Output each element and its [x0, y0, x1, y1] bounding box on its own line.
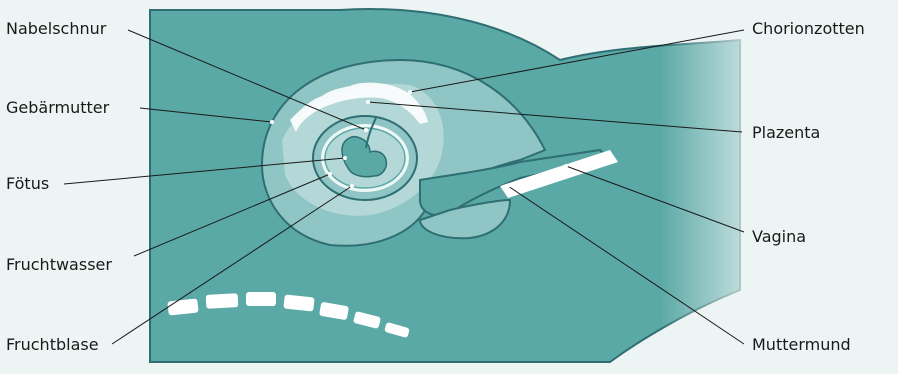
anchor-dot: [328, 172, 332, 176]
anchor-dot: [408, 90, 412, 94]
label-fetus: Fötus: [6, 175, 49, 193]
label-uterus: Gebärmutter: [6, 99, 109, 117]
spine-segment: [246, 292, 276, 306]
anchor-dot: [364, 128, 368, 132]
anchor-dot: [343, 156, 347, 160]
anchor-dot: [366, 100, 370, 104]
anchor-dot: [270, 120, 274, 124]
label-chorionic-villi: Chorionzotten: [752, 20, 865, 38]
anchor-dot: [350, 184, 354, 188]
spine-segment: [206, 293, 239, 309]
label-vagina: Vagina: [752, 228, 806, 246]
label-amniotic-fluid: Fruchtwasser: [6, 256, 112, 274]
anchor-dot: [506, 184, 510, 188]
label-cervix: Muttermund: [752, 336, 851, 354]
anchor-dot: [564, 164, 568, 168]
label-amniotic-sac: Fruchtblase: [6, 336, 99, 354]
label-placenta: Plazenta: [752, 124, 820, 142]
label-umbilical-cord: Nabelschnur: [6, 20, 106, 38]
right-fade: [660, 0, 780, 374]
